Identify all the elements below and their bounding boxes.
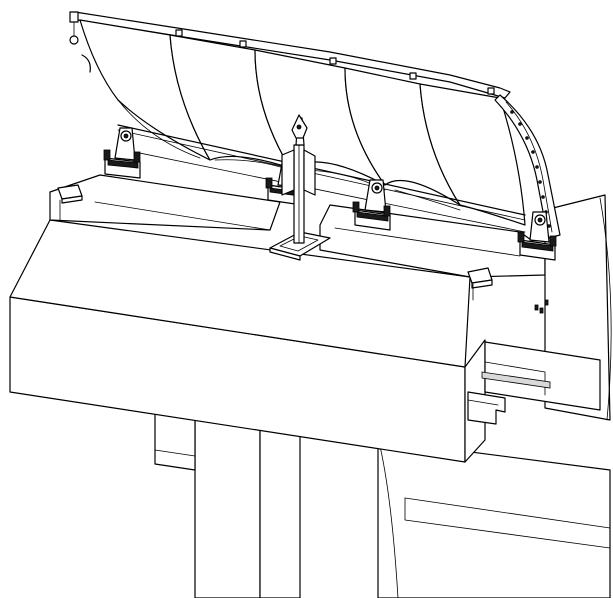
rail-upper [481,371,551,389]
column-cap-left-side [61,195,83,204]
stem-edge-2 [154,449,196,457]
base-edge [404,497,611,529]
hinge-support-1 [103,127,141,179]
arch-line [379,445,399,598]
cylinder-frame-right [303,149,316,196]
right-base-ledge [404,497,611,549]
concrete-structure [9,174,612,598]
deck-edge [94,201,271,231]
gate-lower-beam [117,124,526,216]
cylinder-frame [281,149,295,196]
gate-end-arm-inner [505,101,553,233]
abutment-curve [599,197,612,421]
gate-assembly [69,11,561,239]
upper-deck-left [49,174,281,231]
right-base-wall [377,439,611,598]
column-cap-right-side [471,279,493,289]
rail-lower [467,391,506,425]
base-plate-inner [279,235,319,252]
leaf-bottom-1 [117,99,201,159]
gate-leaf-5 [419,83,526,226]
top-chord-brackets [69,11,495,95]
left-knob [81,54,91,73]
rail-line [467,399,499,406]
hinge-support-3 [352,179,391,231]
deck-edge-2 [334,227,521,257]
gate-sill-line [124,149,526,233]
leaf-bottom-4 [394,189,461,211]
base-plate-edge [269,247,301,261]
hydraulic-cylinder [269,114,331,261]
hinge-support-4 [517,211,557,261]
end-hardware [534,299,549,314]
gate-lower-beam-2 [117,129,526,221]
